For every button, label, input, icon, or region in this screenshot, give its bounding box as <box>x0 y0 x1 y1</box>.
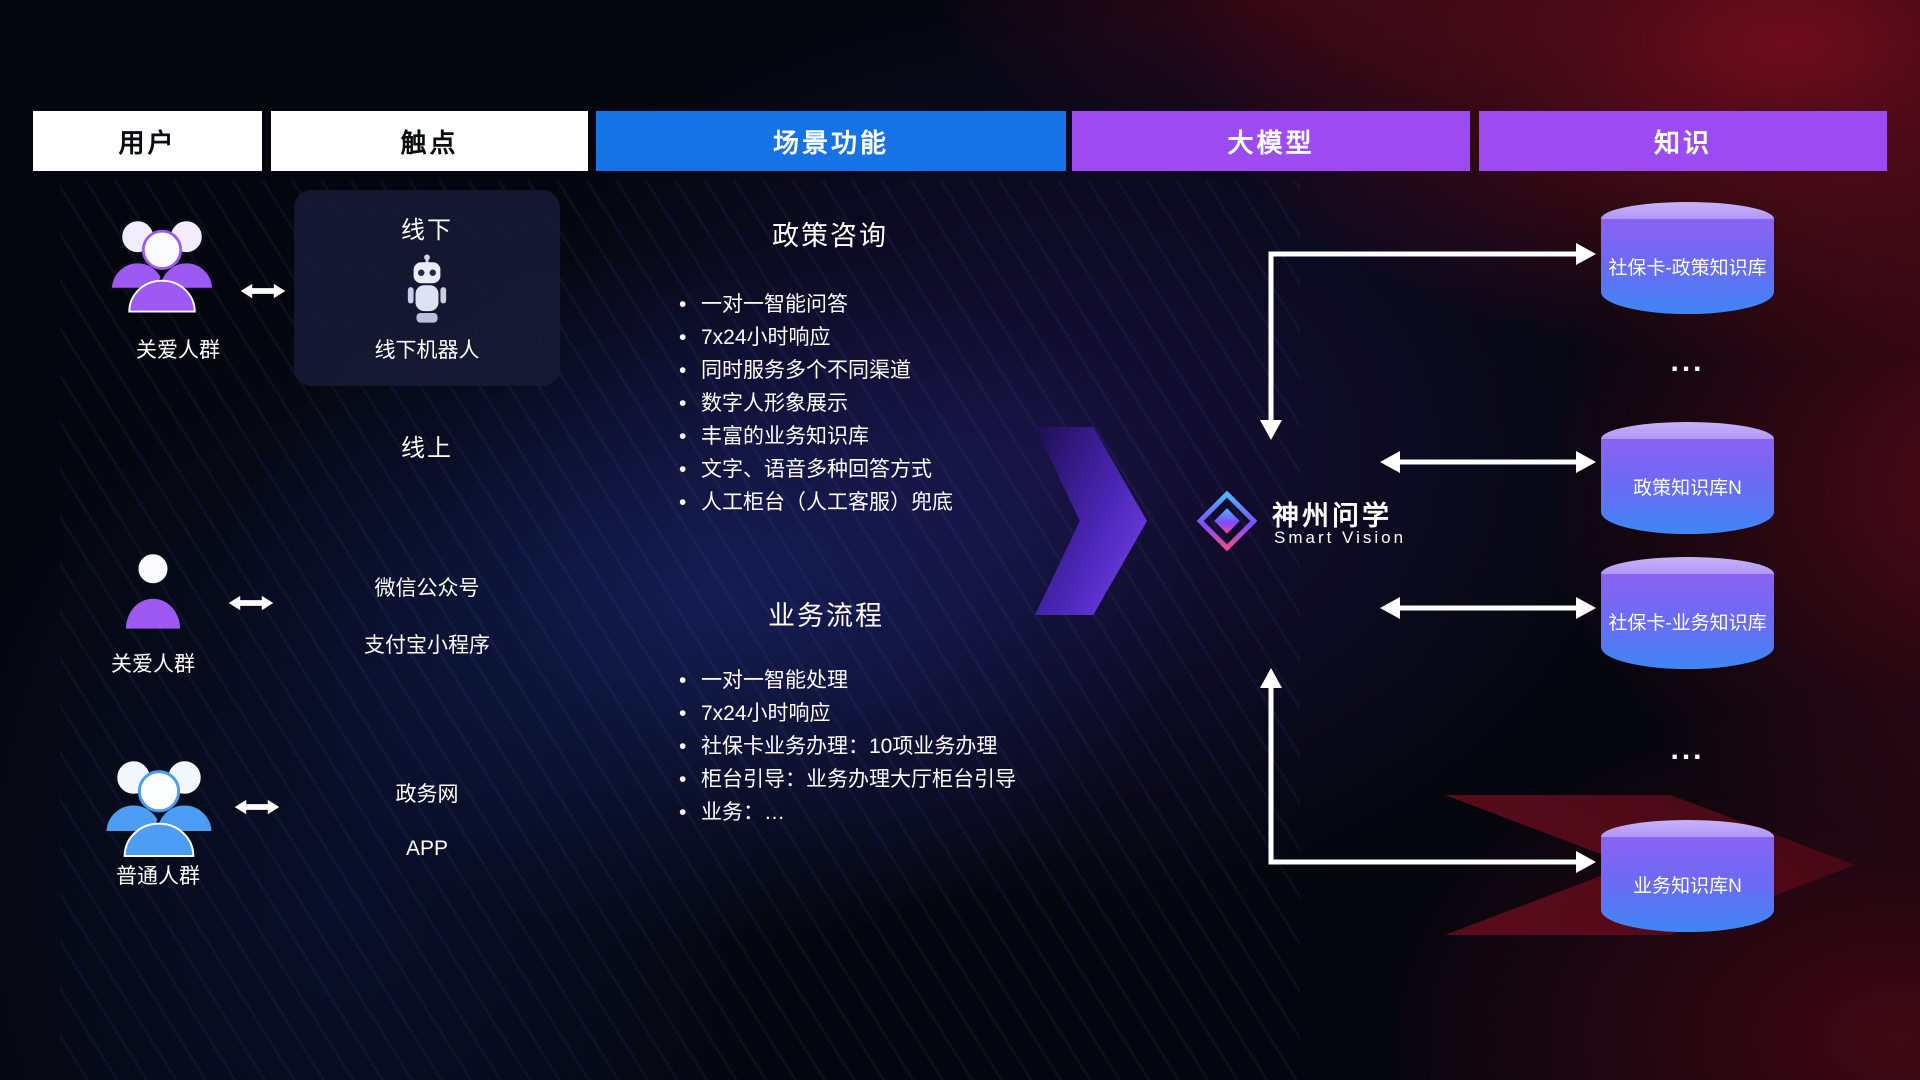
user-label-care-group-2: 关爱人群 <box>111 653 195 676</box>
touchpoint-wechat: 微信公众号 <box>374 577 480 600</box>
knowledge-ellipsis: ... <box>1670 345 1705 378</box>
list-item: 人工柜台（人工客服）兜底 <box>677 486 1107 519</box>
knowledge-db-label: 社保卡-政策知识库 <box>1608 258 1767 279</box>
header-model-label: 大模型 <box>1227 127 1315 158</box>
list-item: 同时服务多个不同渠道 <box>677 354 1107 387</box>
list-item: 社保卡业务办理：10项业务办理 <box>677 730 1107 763</box>
touchpoint-gov-web: 政务网 <box>395 783 459 806</box>
touchpoint-app: APP <box>405 837 449 860</box>
cylinder-body <box>1601 219 1774 314</box>
cylinder-body <box>1601 837 1774 932</box>
header-model: 大模型 <box>1072 111 1470 171</box>
knowledge-db-label: 社保卡-业务知识库 <box>1608 613 1767 634</box>
scene-title-business: 业务流程 <box>768 601 884 631</box>
user-group-purple-icon <box>109 218 215 313</box>
knowledge-db-label: 政策知识库N <box>1633 478 1742 499</box>
bidirectional-arrow-icon <box>228 595 274 611</box>
scene-title-policy: 政策咨询 <box>772 221 888 251</box>
list-item: 丰富的业务知识库 <box>677 420 1107 453</box>
header-knowledge-label: 知识 <box>1653 127 1712 158</box>
list-item: 文字、语音多种回答方式 <box>677 453 1107 486</box>
list-item: 一对一智能处理 <box>677 664 1107 697</box>
business-feature-list: 一对一智能处理 7x24小时响应 社保卡业务办理：10项业务办理 柜台引导：业务… <box>677 664 1107 829</box>
header-user-label: 用户 <box>118 127 177 158</box>
cylinder-body <box>1601 439 1774 534</box>
flow-arrow-icon <box>1035 427 1147 615</box>
online-title: 线上 <box>401 435 453 462</box>
knowledge-db-business-social-card: 社保卡-业务知识库 <box>1601 557 1774 669</box>
header-touchpoint: 触点 <box>271 111 588 171</box>
bidirectional-arrow-icon <box>240 283 286 299</box>
robot-icon <box>407 254 447 323</box>
list-item: 柜台引导：业务办理大厅柜台引导 <box>677 763 1107 796</box>
header-scene-label: 场景功能 <box>772 127 889 158</box>
knowledge-db-business-n: 业务知识库N <box>1601 820 1774 932</box>
offline-robot-label: 线下机器人 <box>374 339 480 362</box>
model-subtitle: Smart Vision <box>1274 528 1407 547</box>
knowledge-db-label: 业务知识库N <box>1633 876 1742 897</box>
list-item: 业务：… <box>677 796 1107 829</box>
header-knowledge: 知识 <box>1479 111 1887 171</box>
offline-title: 线下 <box>401 217 453 244</box>
model-name: 神州问学 <box>1272 501 1392 531</box>
bidirectional-arrow-icon <box>234 799 280 815</box>
user-group-blue-icon <box>103 758 215 858</box>
list-item: 7x24小时响应 <box>677 697 1107 730</box>
user-person-purple-icon <box>125 552 181 629</box>
list-item: 7x24小时响应 <box>677 321 1107 354</box>
header-user: 用户 <box>33 111 262 171</box>
knowledge-ellipsis: ... <box>1670 733 1705 766</box>
list-item: 数字人形象展示 <box>677 387 1107 420</box>
list-item: 一对一智能问答 <box>677 288 1107 321</box>
knowledge-db-policy-social-card: 社保卡-政策知识库 <box>1601 202 1774 314</box>
policy-feature-list: 一对一智能问答 7x24小时响应 同时服务多个不同渠道 数字人形象展示 丰富的业… <box>677 288 1107 519</box>
knowledge-db-policy-n: 政策知识库N <box>1601 422 1774 534</box>
smart-vision-logo-icon <box>1196 490 1258 552</box>
offline-touchpoint-card: 线下 线下机器人 <box>294 190 560 386</box>
header-touchpoint-label: 触点 <box>400 127 459 158</box>
user-label-care-group-1: 关爱人群 <box>136 339 220 362</box>
user-label-ordinary-group: 普通人群 <box>116 865 200 888</box>
cylinder-body <box>1601 574 1774 669</box>
touchpoint-alipay: 支付宝小程序 <box>364 634 490 657</box>
header-scene: 场景功能 <box>596 111 1066 171</box>
